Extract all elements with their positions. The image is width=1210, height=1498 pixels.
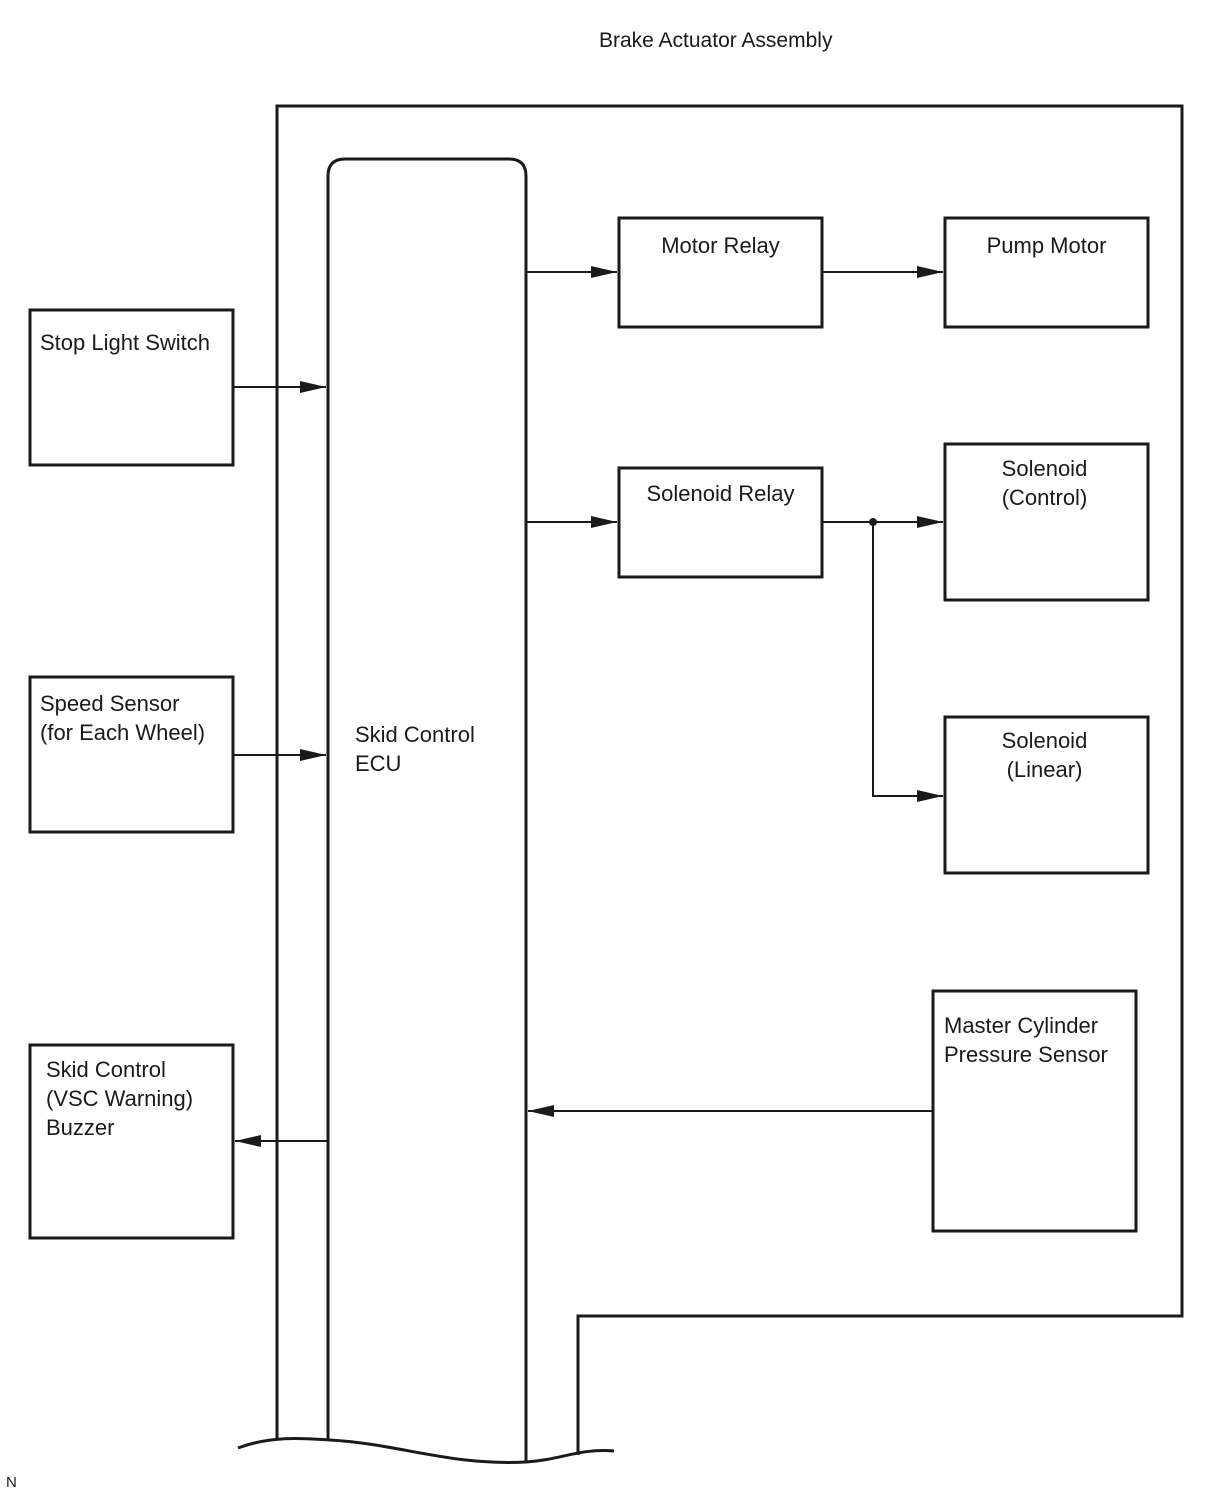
corner-mark: N — [6, 1474, 17, 1491]
junction-dot — [869, 518, 877, 526]
assembly-title: Brake Actuator Assembly — [599, 29, 833, 52]
arrow-solenoid-relay-to-linear — [872, 522, 943, 802]
buzzer-label: Skid Control (VSC Warning) Buzzer — [46, 1057, 194, 1140]
solenoid-control-box — [943, 442, 1150, 602]
solenoid-linear-label: Solenoid (Linear) — [1001, 728, 1088, 782]
solenoid-linear-box — [943, 715, 1150, 875]
speed-sensor-label: Speed Sensor (for Each Wheel) — [40, 691, 206, 745]
pump-motor-box — [943, 216, 1150, 329]
buzzer-box — [28, 1043, 235, 1240]
ecu-box — [326, 157, 528, 1462]
master-cylinder-sensor-label: Master Cylinder Pressure Sensor — [944, 1013, 1108, 1067]
break-line — [237, 1436, 615, 1464]
pump-motor-label: Pump Motor — [986, 233, 1107, 258]
actuator-assembly-outline — [275, 104, 1184, 1455]
motor-relay-label: Motor Relay — [661, 233, 780, 258]
solenoid-control-label: Solenoid (Control) — [1001, 456, 1088, 510]
ecu-label: Skid Control ECU — [355, 722, 475, 776]
solenoid-relay-label: Solenoid Relay — [646, 481, 795, 506]
stop-light-switch-label: Stop Light Switch — [40, 330, 210, 355]
